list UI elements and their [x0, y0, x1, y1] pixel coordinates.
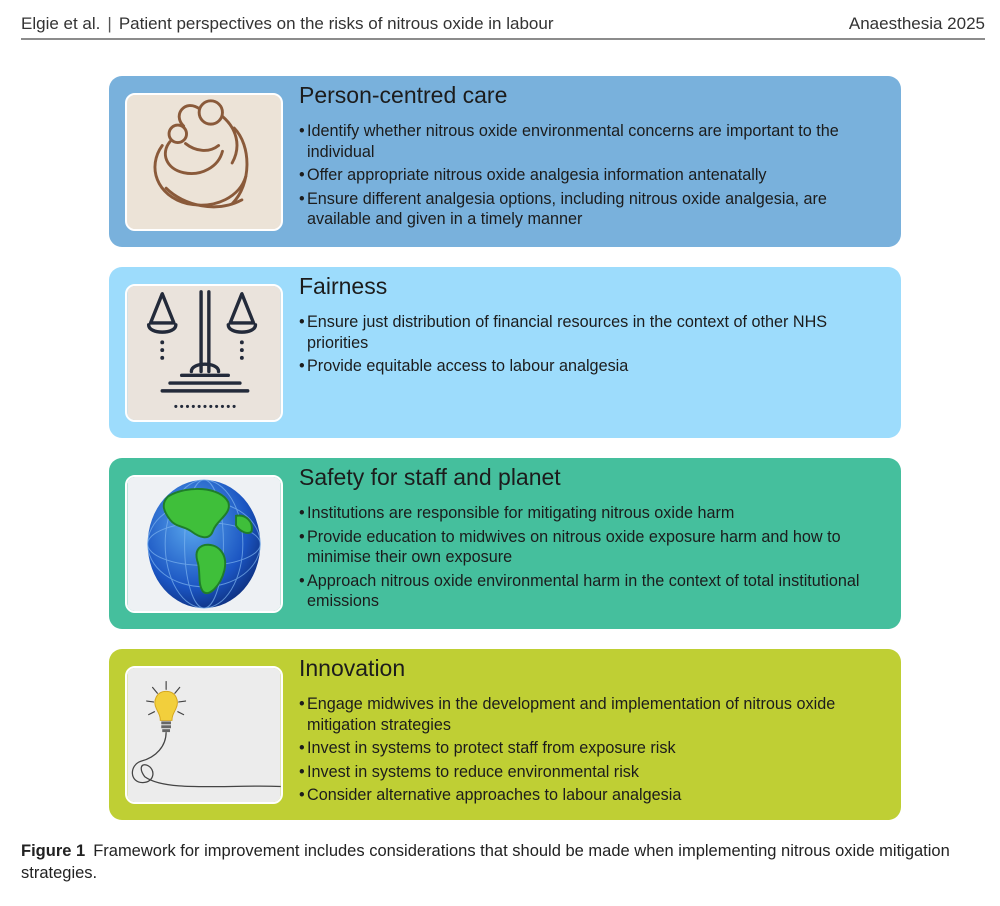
mother-child-icon — [125, 93, 283, 231]
list-item: Invest in systems to reduce environmenta… — [299, 762, 891, 783]
globe-icon — [125, 475, 283, 613]
list-item: Ensure just distribution of financial re… — [299, 312, 891, 353]
panel-safety-for-staff-and-planet: Safety for staff and planet Institutions… — [109, 458, 901, 629]
list-item: Provide equitable access to labour analg… — [299, 356, 891, 377]
list-item: Ensure different analgesia options, incl… — [299, 189, 891, 230]
list-item: Provide education to midwives on nitrous… — [299, 527, 891, 568]
header-title: Patient perspectives on the risks of nit… — [118, 14, 554, 33]
caption-text: Framework for improvement includes consi… — [21, 842, 950, 882]
list-item: Invest in systems to protect staff from … — [299, 738, 891, 759]
panel-innovation: Innovation Engage midwives in the develo… — [109, 649, 901, 820]
bullet-list: Ensure just distribution of financial re… — [299, 312, 891, 380]
panel-fairness: Fairness Ensure just distribution of fin… — [109, 267, 901, 438]
list-item: Offer appropriate nitrous oxide analgesi… — [299, 165, 891, 186]
list-item: Consider alternative approaches to labou… — [299, 785, 891, 806]
bullet-list: Institutions are responsible for mitigat… — [299, 503, 891, 615]
mother-child-illustration — [127, 95, 281, 229]
panel-title: Innovation — [299, 655, 406, 681]
header-separator: | — [107, 14, 112, 33]
globe-illustration — [127, 477, 281, 611]
list-item: Approach nitrous oxide environmental har… — [299, 571, 891, 612]
list-item: Institutions are responsible for mitigat… — [299, 503, 891, 524]
scales-illustration — [127, 286, 281, 420]
list-item: Identify whether nitrous oxide environme… — [299, 121, 891, 162]
lightbulb-illustration — [127, 668, 281, 802]
bullet-list: Engage midwives in the development and i… — [299, 694, 891, 809]
lightbulb-icon — [125, 666, 283, 804]
figure-label: Figure 1 — [21, 842, 86, 860]
running-header: Elgie et al. | Patient perspectives on the… — [21, 10, 985, 40]
list-item: Engage midwives in the development and i… — [299, 694, 891, 735]
header-journal: Anaesthesia 2025 — [848, 14, 985, 33]
header-authors: Elgie et al. — [21, 14, 101, 33]
bullet-list: Identify whether nitrous oxide environme… — [299, 121, 891, 233]
panel-title: Safety for staff and planet — [299, 464, 561, 490]
header-left: Elgie et al. | Patient perspectives on the… — [21, 14, 554, 34]
panel-title: Fairness — [299, 273, 388, 299]
panel-person-centred-care: Person-centred care Identify whether nit… — [109, 76, 901, 247]
scales-icon — [125, 284, 283, 422]
panel-title: Person-centred care — [299, 82, 508, 108]
